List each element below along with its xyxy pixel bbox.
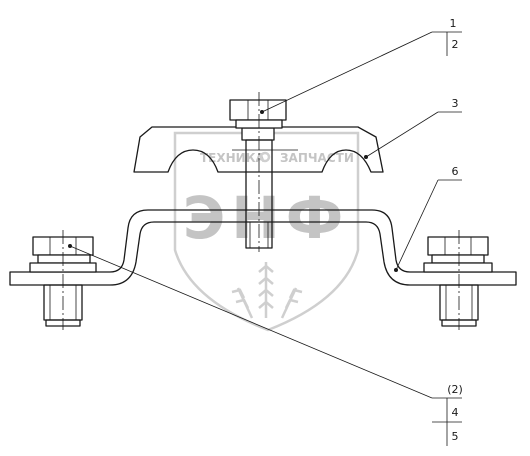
callout-label-3: 3 <box>452 97 459 110</box>
watermark-wheat-icon <box>231 262 303 319</box>
callout-label-2-ref: (2) <box>447 383 463 396</box>
left-bolt <box>29 230 97 330</box>
watermark-gear-icon <box>259 151 271 163</box>
watermark-shield-outline <box>173 131 360 332</box>
clamp-part-3 <box>133 126 384 173</box>
callout-label-4: 4 <box>452 406 459 419</box>
watermark-text-right: ЗАПЧАСТИ <box>280 151 354 165</box>
callout-label-1: 1 <box>450 17 457 30</box>
watermark-logo: ТЕХНИКА ЗАПЧАСТИ ЭНФ <box>173 131 360 332</box>
watermark-text-left: ТЕХНИКА <box>200 151 266 165</box>
callout-label-6: 6 <box>452 165 459 178</box>
callout-label-2: 2 <box>452 38 459 51</box>
callout-label-5: 5 <box>452 430 459 443</box>
center-bolt <box>229 92 287 252</box>
watermark-logo-letters: ЭНФ <box>183 184 350 252</box>
bent-strip-part-6 <box>9 209 517 286</box>
leader-lines <box>68 31 462 446</box>
right-bolt <box>423 230 493 330</box>
